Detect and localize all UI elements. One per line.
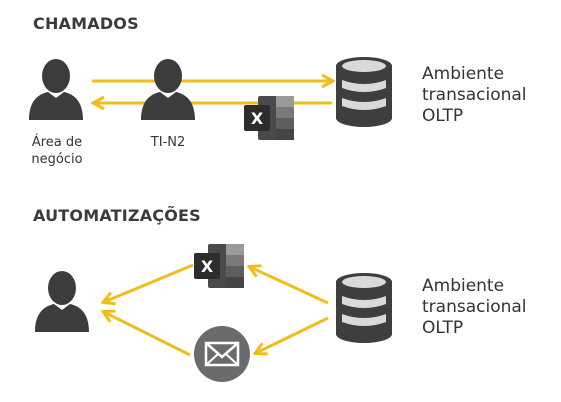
mail-icon <box>194 326 250 382</box>
label-it-n2: TI-N2 <box>150 135 186 150</box>
arrow-mail-to-user <box>104 312 191 357</box>
person-icon <box>29 59 83 120</box>
label-db-line1: Ambiente <box>422 276 505 296</box>
excel-letter: X <box>201 257 214 276</box>
person-icon <box>35 271 89 332</box>
excel-icon: X <box>194 244 244 288</box>
label-database-chamados: Ambiente transacional OLTP <box>422 64 527 127</box>
label-database-automatizacoes: Ambiente transacional OLTP <box>422 276 527 339</box>
section-title-automatizacoes: AUTOMATIZAÇÕES <box>33 206 201 225</box>
arrow-excel-to-user <box>104 263 194 302</box>
label-db-line3: OLTP <box>422 106 464 126</box>
label-db-line2: transacional <box>422 297 527 317</box>
label-business-line1: Área de <box>31 135 83 150</box>
arrow-database-to-excel <box>250 267 329 305</box>
database-icon <box>336 273 392 343</box>
person-icon <box>141 59 195 120</box>
arrow-database-to-mail <box>256 316 329 353</box>
label-business-line2: negócio <box>31 152 83 167</box>
excel-icon: X <box>244 96 294 140</box>
database-icon <box>336 57 392 127</box>
section-title-chamados: CHAMADOS <box>33 14 139 33</box>
label-business-area: Área de negócio <box>18 134 96 168</box>
label-db-line1: Ambiente <box>422 64 505 84</box>
label-db-line2: transacional <box>422 85 527 105</box>
excel-letter: X <box>251 109 264 128</box>
label-db-line3: OLTP <box>422 318 464 338</box>
